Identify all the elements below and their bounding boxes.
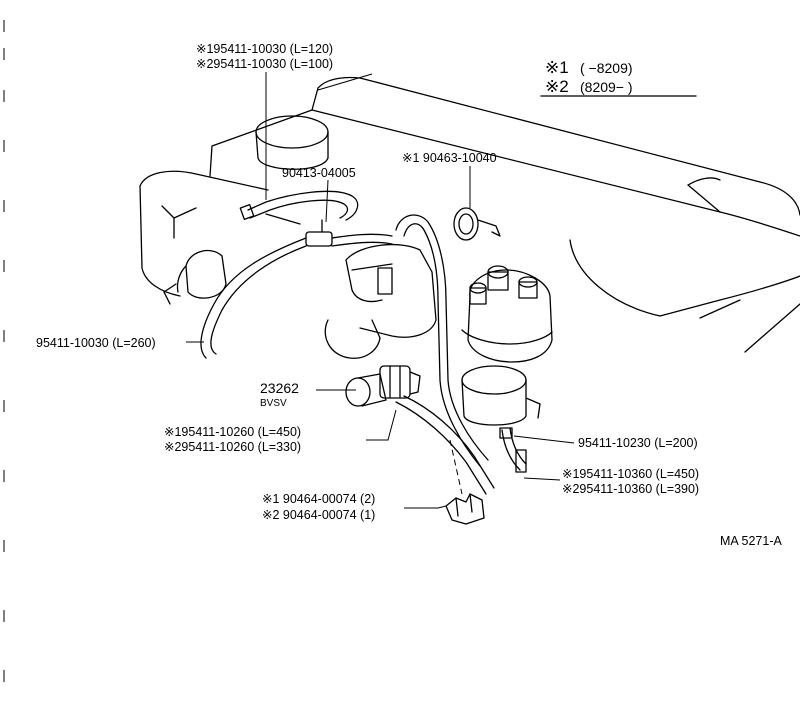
- legend-row2-text: (8209− ): [580, 79, 633, 95]
- label-clip-90413: 90413-04005: [282, 166, 356, 180]
- label-top-b: ※295411-10030 (L=100): [196, 57, 333, 71]
- label-hose-10260-b: ※295411-10260 (L=330): [164, 440, 301, 454]
- label-top-a: ※195411-10030 (L=120): [196, 42, 333, 56]
- label-clip-00074-a: ※1 90464-00074 (2): [262, 492, 375, 506]
- part-labels: ※195411-10030 (L=120) ※295411-10030 (L=1…: [36, 42, 783, 548]
- hose-clamp-90463: [453, 207, 501, 241]
- throttle-body: [324, 243, 437, 359]
- hose-clip-90464: [445, 493, 485, 525]
- air-cleaner: [139, 170, 301, 297]
- bvsv-valve: [345, 365, 421, 407]
- vacuum-hoses: [200, 190, 527, 495]
- oil-filler-cap: [255, 115, 329, 170]
- label-hose-10260-a: ※195411-10260 (L=450): [164, 425, 301, 439]
- distributor-cap: [461, 265, 553, 363]
- diagram-code: MA 5271-A: [720, 534, 783, 548]
- label-hose-10360-b: ※295411-10360 (L=390): [562, 482, 699, 496]
- label-bvsv-part: 23262: [260, 380, 299, 396]
- year-legend: ※1 ( −8209) ※2 (8209− ): [545, 58, 633, 96]
- label-hose-260: 95411-10030 (L=260): [36, 336, 156, 350]
- legend-row2-mark: ※2: [545, 77, 569, 96]
- valve-cover: [209, 76, 800, 353]
- vacuum-diaphragm: [163, 249, 227, 305]
- leader-lines: [186, 72, 575, 509]
- label-bvsv-name: BVSV: [260, 398, 287, 409]
- label-clip-00074-b: ※2 90464-00074 (1): [262, 508, 375, 522]
- label-clamp-90463: ※1 90463-10040: [402, 151, 497, 165]
- legend-row1-text: ( −8209): [580, 60, 633, 76]
- label-hose-10360-a: ※195411-10360 (L=450): [562, 467, 699, 481]
- label-hose-10230: 95411-10230 (L=200): [578, 436, 698, 450]
- legend-row1-mark: ※1: [545, 58, 569, 77]
- vacuum-advance: [461, 365, 541, 426]
